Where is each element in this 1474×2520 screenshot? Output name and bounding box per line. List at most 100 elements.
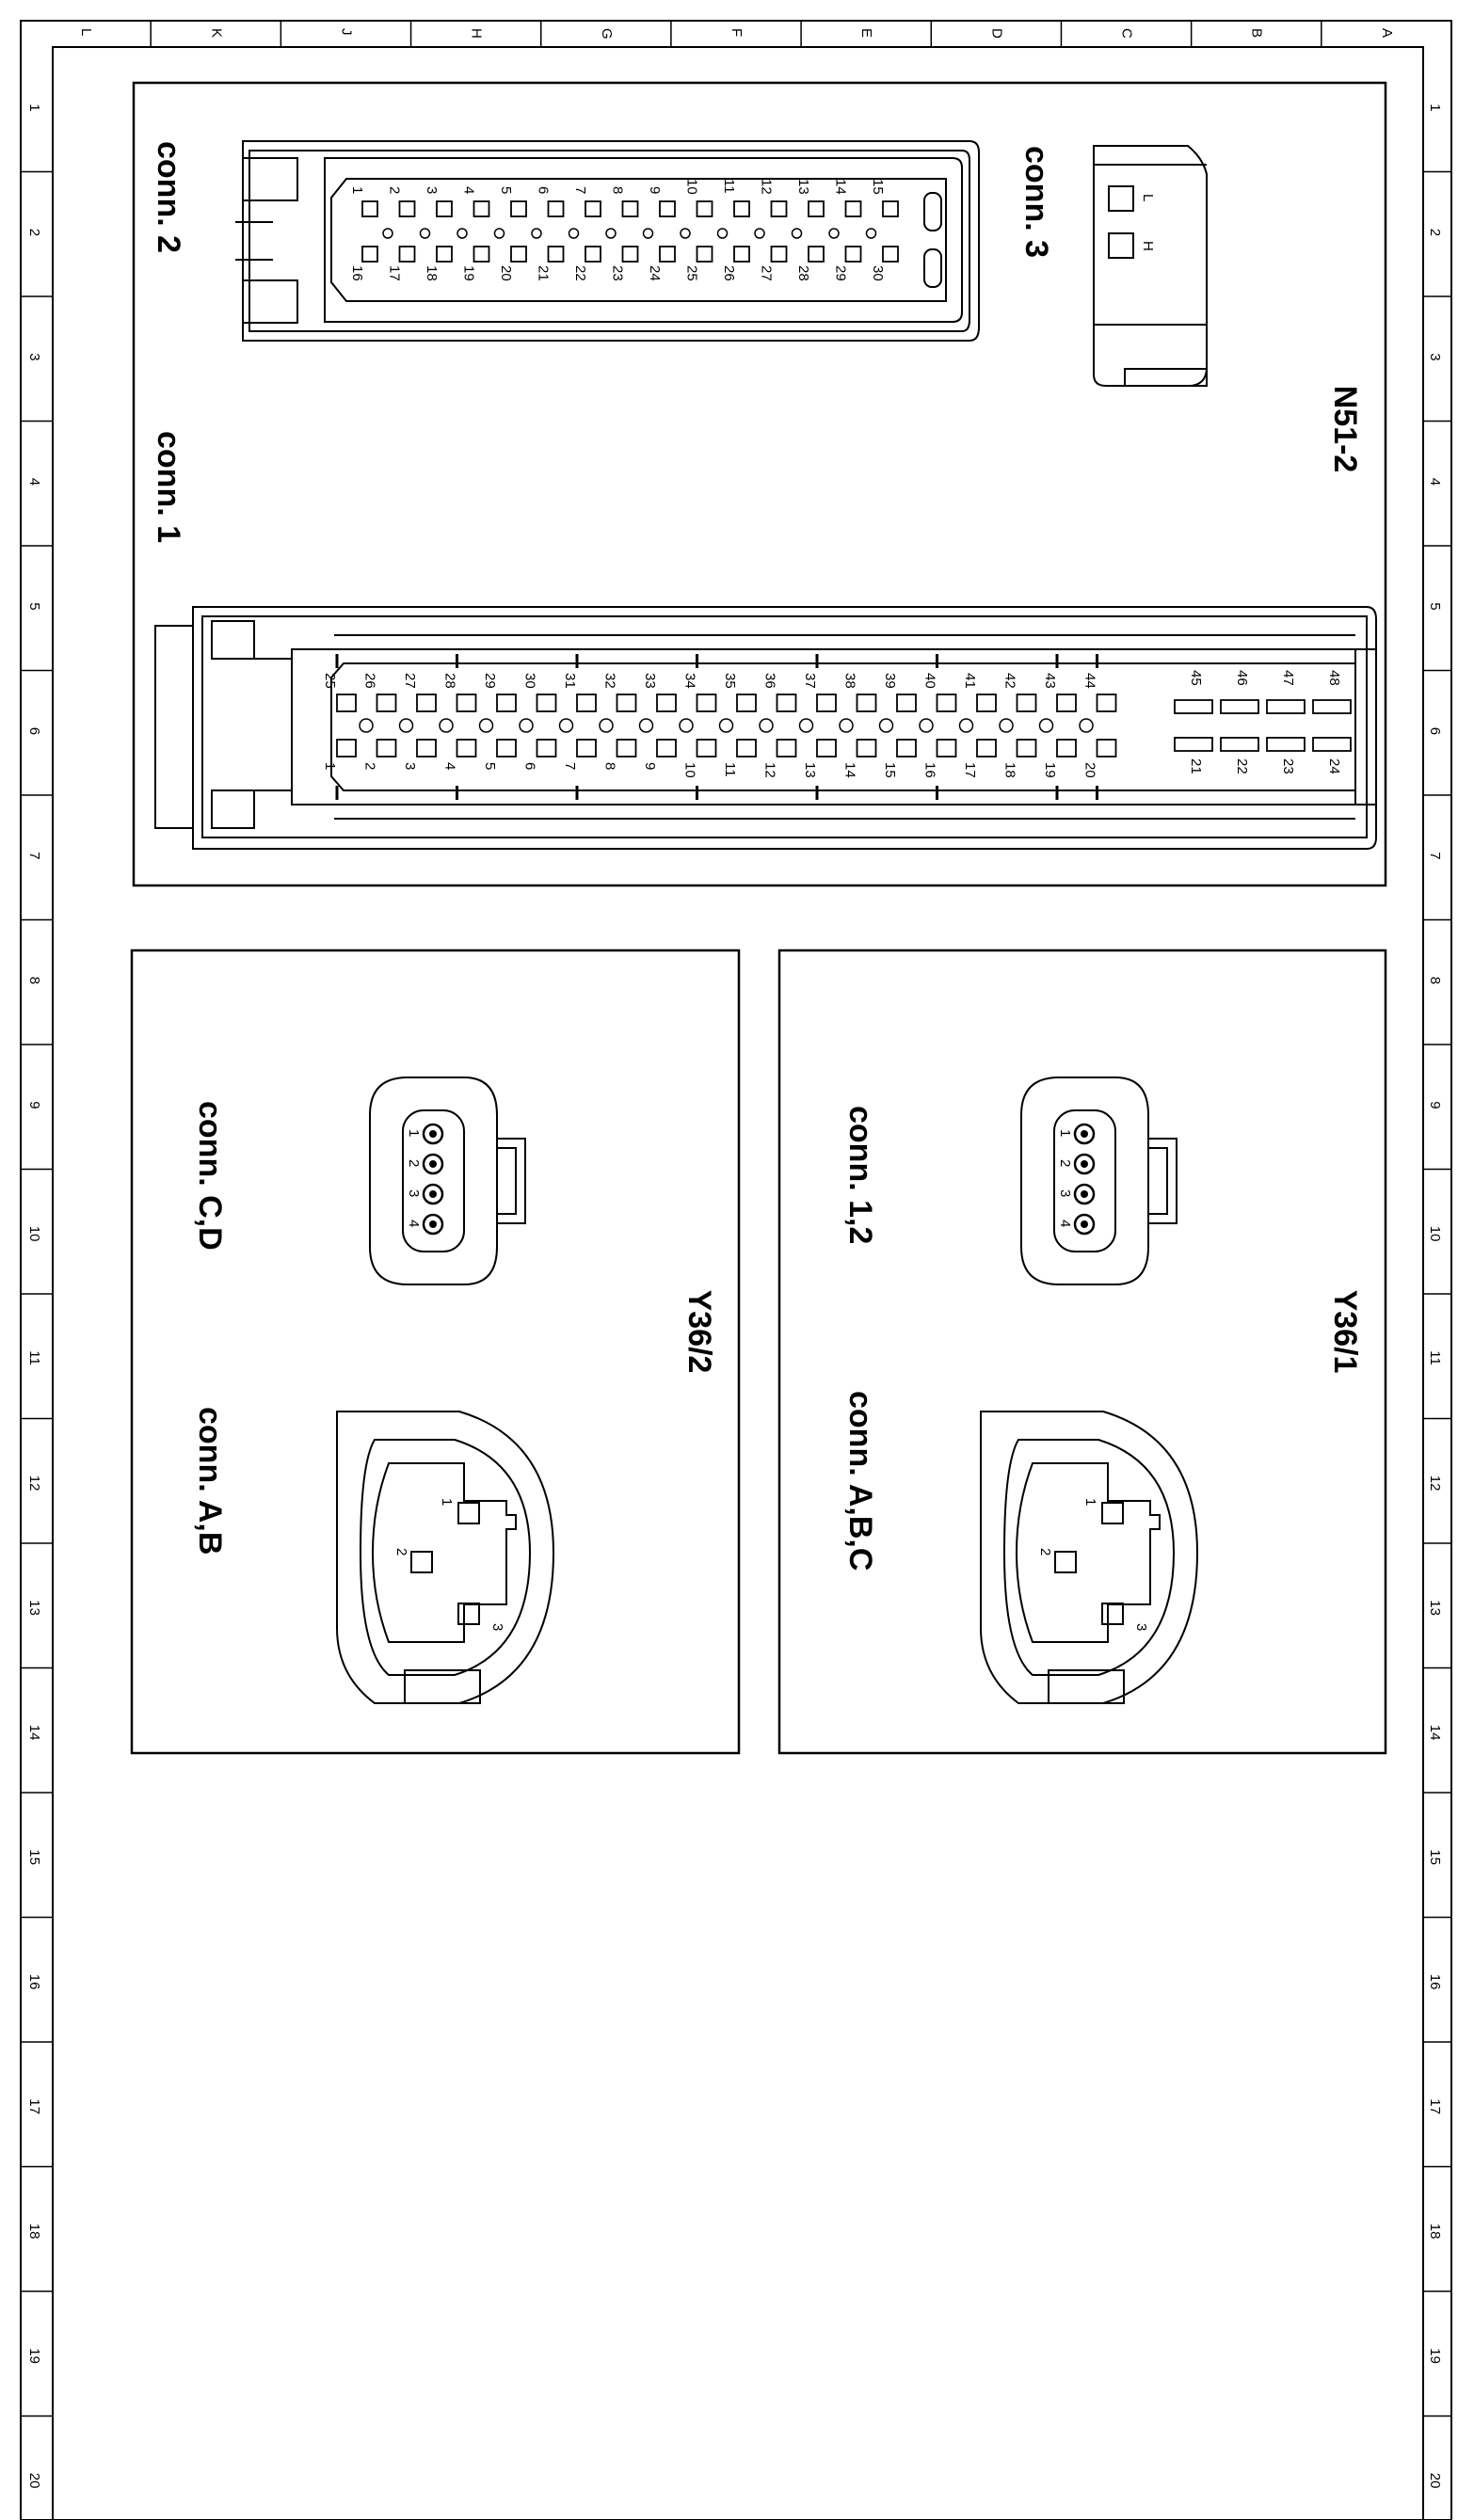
column-letter: G bbox=[599, 28, 615, 40]
row-number-right: 15 bbox=[1427, 1849, 1443, 1865]
conn1-pin-number: 25 bbox=[322, 673, 338, 689]
conn2-pin-number: 10 bbox=[684, 179, 700, 195]
socket-latch bbox=[1048, 1669, 1125, 1704]
plug-pin bbox=[422, 1213, 444, 1236]
row-number-right: 4 bbox=[1427, 478, 1443, 486]
row-number-right: 6 bbox=[1427, 727, 1443, 735]
conn1-pin-layout: 2512622732842953063173283393410351136123… bbox=[322, 654, 1352, 800]
conn2-pin-number: 29 bbox=[833, 265, 849, 281]
socket-insert bbox=[371, 1462, 517, 1643]
conn1-wide-terminal bbox=[1174, 737, 1213, 752]
conn2-pin-number: 16 bbox=[349, 265, 365, 281]
n51-2-panel bbox=[132, 81, 1387, 887]
conn2-pin-square bbox=[808, 246, 825, 263]
conn2-pin-number: 18 bbox=[424, 265, 440, 281]
plug-pin bbox=[1073, 1183, 1096, 1205]
conn2-pin-layout: 1162173184195206217228239241025112612271… bbox=[349, 179, 899, 281]
conn1-connector bbox=[154, 606, 1377, 850]
conn2-pin-number: 30 bbox=[870, 265, 886, 281]
conn1-pin-hole bbox=[1038, 718, 1054, 733]
conn1-pin-number: 27 bbox=[402, 673, 418, 689]
conn1-pin-hole bbox=[759, 718, 774, 733]
conn1-pin-square bbox=[376, 694, 397, 712]
conn2-pin-square bbox=[473, 246, 490, 263]
y36-1-conn-abc: 123 bbox=[980, 1411, 1199, 1704]
socket-pin-number: 2 bbox=[1037, 1548, 1053, 1555]
socket-pin bbox=[457, 1502, 480, 1524]
conn1-pin-square bbox=[456, 694, 477, 712]
conn1-pin-number: 20 bbox=[1082, 762, 1098, 778]
plug-pin bbox=[1073, 1123, 1096, 1145]
conn1-pin-number: 2 bbox=[362, 762, 378, 770]
socket-pin bbox=[1054, 1551, 1077, 1573]
conn1-pin-hole bbox=[839, 718, 854, 733]
conn1-pin-hole bbox=[599, 718, 614, 733]
conn2-pin-square bbox=[436, 246, 453, 263]
conn2-pin-hole bbox=[382, 228, 393, 239]
socket-pin-number: 1 bbox=[439, 1498, 455, 1506]
conn1-pin-number: 48 bbox=[1326, 670, 1342, 686]
conn1-pin-number: 1 bbox=[322, 762, 338, 770]
conn1-pin-hole bbox=[478, 718, 494, 733]
conn1-pin-square bbox=[816, 694, 837, 712]
conn1-wide-terminal bbox=[1220, 699, 1259, 714]
row-number-left: 1 bbox=[26, 104, 42, 111]
y36-2-title: Y36/2 bbox=[681, 1290, 717, 1374]
row-number-right: 2 bbox=[1427, 229, 1443, 236]
conn2-pin-number: 24 bbox=[647, 265, 663, 281]
conn1-pin-square bbox=[616, 739, 637, 758]
column-letter: A bbox=[1379, 28, 1395, 38]
conn1-pin-number: 5 bbox=[482, 762, 498, 770]
conn2-pin-square bbox=[510, 246, 527, 263]
conn1-pin-number: 35 bbox=[722, 673, 738, 689]
socket-pin-number: 1 bbox=[1082, 1498, 1098, 1506]
conn1-pin-square bbox=[1016, 694, 1037, 712]
socket-latch bbox=[404, 1669, 481, 1704]
conn1-pin-square bbox=[536, 694, 557, 712]
socket-pin bbox=[410, 1551, 433, 1573]
conn2-pin-hole bbox=[716, 228, 729, 239]
conn1-pin-number: 15 bbox=[882, 762, 898, 778]
conn1-pin-hole bbox=[519, 718, 534, 733]
y36-2-conn-cd-label: conn. C,D bbox=[192, 1101, 228, 1251]
conn1-pin-square bbox=[416, 694, 437, 712]
conn1-pin-number: 22 bbox=[1234, 758, 1250, 774]
conn1-pin-number: 8 bbox=[602, 762, 618, 770]
conn1-pin-number: 10 bbox=[682, 762, 698, 778]
conn1-pin-square bbox=[736, 694, 757, 712]
plug-pin-core bbox=[1081, 1190, 1088, 1198]
plug-pin-number: 4 bbox=[406, 1220, 422, 1227]
conn1-pin-number: 11 bbox=[722, 762, 738, 777]
conn1-pin-number: 6 bbox=[522, 762, 538, 770]
conn1-pin-number: 40 bbox=[922, 673, 938, 689]
conn2-pin-square bbox=[882, 200, 899, 217]
conn1-pin-square bbox=[1056, 739, 1077, 758]
conn2-pin-square bbox=[882, 246, 899, 263]
conn3-connector bbox=[1093, 145, 1208, 387]
conn1-pin-square bbox=[336, 739, 357, 758]
conn1-pin-number: 7 bbox=[562, 762, 578, 770]
conn2-pin-number: 19 bbox=[461, 265, 477, 281]
conn1-pin-number: 44 bbox=[1082, 673, 1098, 689]
column-letter: K bbox=[208, 28, 224, 38]
row-number-left: 4 bbox=[26, 478, 42, 486]
conn2-pin-square bbox=[770, 200, 788, 217]
column-letter: H bbox=[469, 28, 485, 39]
row-number-right: 11 bbox=[1427, 1350, 1443, 1365]
conn1-pin-hole bbox=[638, 718, 654, 733]
row-number-right: 9 bbox=[1427, 1101, 1443, 1108]
n51-2-title: N51-2 bbox=[1327, 386, 1363, 473]
row-number-right: 20 bbox=[1427, 2473, 1443, 2489]
conn2-pin-hole bbox=[791, 228, 803, 239]
conn1-pin-square bbox=[376, 739, 397, 758]
conn1-pin-hole bbox=[919, 718, 934, 733]
conn1-pin-number: 18 bbox=[1002, 762, 1018, 778]
conn1-pin-number: 47 bbox=[1280, 670, 1296, 686]
conn1-wide-terminal bbox=[1266, 737, 1306, 752]
row-number-left: 11 bbox=[26, 1350, 42, 1365]
conn2-pin-square bbox=[844, 246, 862, 263]
row-number-right: 10 bbox=[1427, 1226, 1443, 1242]
row-number-right: 1 bbox=[1427, 104, 1443, 111]
